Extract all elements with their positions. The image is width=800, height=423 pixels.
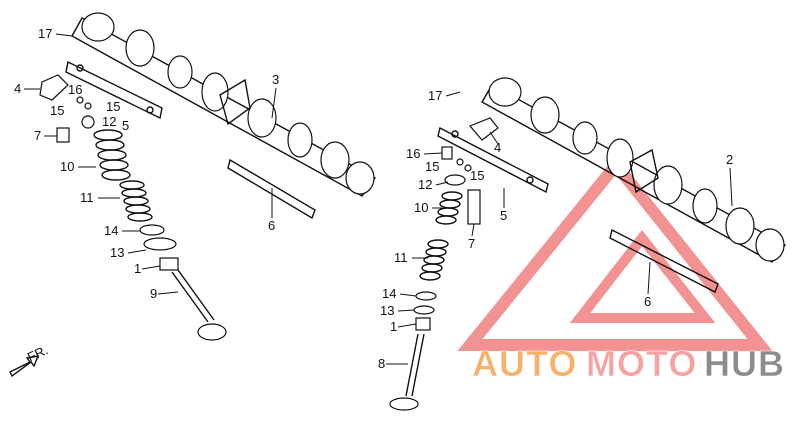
right-camshaft <box>481 77 787 263</box>
callout-left-6: 6 <box>268 218 275 233</box>
callout-right-6: 6 <box>644 294 651 309</box>
callout-left-17: 17 <box>38 26 52 41</box>
callout-right-7: 7 <box>468 236 475 251</box>
callout-right-11: 11 <box>394 250 408 265</box>
callout-right-16: 16 <box>406 146 420 161</box>
watermark-hub: HUB <box>704 343 785 384</box>
right-valve-assembly <box>389 117 499 411</box>
front-marker-label: FR. <box>25 342 50 364</box>
callout-right-15b: 15 <box>470 168 484 183</box>
watermark-triangle-inner <box>569 229 716 323</box>
right-outer-spring <box>435 191 463 225</box>
callout-right-5: 5 <box>500 208 507 223</box>
callout-right-14: 14 <box>382 286 396 301</box>
callout-left-10: 10 <box>60 159 74 174</box>
callout-right-1: 1 <box>390 319 397 334</box>
callout-left-13: 13 <box>110 245 124 260</box>
callout-right-2: 2 <box>726 152 733 167</box>
front-direction-marker: FR. <box>9 342 50 378</box>
callout-left-15a: 15 <box>50 103 64 118</box>
callout-left-7: 7 <box>34 128 41 143</box>
watermark-text: AUTO MOTO HUB <box>472 343 785 385</box>
right-rocker-plate <box>437 126 549 194</box>
callout-left-11: 11 <box>80 190 94 205</box>
left-rocker-plate <box>65 60 163 120</box>
left-camshaft <box>71 12 377 197</box>
callout-right-12: 12 <box>418 177 432 192</box>
callout-left-1: 1 <box>134 261 141 276</box>
callout-right-15a: 15 <box>425 159 439 174</box>
callout-left-16: 16 <box>68 82 82 97</box>
callout-left-5: 5 <box>122 118 129 133</box>
watermark-auto: AUTO <box>472 343 577 384</box>
callout-right-13: 13 <box>380 303 394 318</box>
callout-left-12: 12 <box>102 114 116 129</box>
right-inner-spring <box>419 239 449 281</box>
callout-left-15b: 15 <box>106 99 120 114</box>
callout-right-10: 10 <box>414 200 428 215</box>
callout-left-4: 4 <box>14 81 21 96</box>
left-cam-plate <box>227 158 316 220</box>
left-inner-spring <box>119 180 153 222</box>
callout-left-14: 14 <box>104 223 118 238</box>
watermark-logo <box>457 155 773 351</box>
left-outer-spring <box>93 129 131 181</box>
callout-right-8: 8 <box>378 356 385 371</box>
left-valve-assembly <box>39 74 227 341</box>
watermark-triangle-outer <box>457 155 773 351</box>
right-cam-plate <box>609 228 719 293</box>
callout-left-9: 9 <box>150 286 157 301</box>
callout-right-4: 4 <box>494 140 501 155</box>
callout-left-3: 3 <box>272 72 279 87</box>
left-callouts: 17 4 16 15 15 12 5 7 10 11 14 13 1 9 3 6 <box>14 26 279 301</box>
right-callouts: 17 16 4 15 15 12 10 5 7 11 14 13 1 8 2 6 <box>378 88 733 371</box>
watermark-moto: MOTO <box>586 343 697 384</box>
callout-right-17: 17 <box>428 88 442 103</box>
